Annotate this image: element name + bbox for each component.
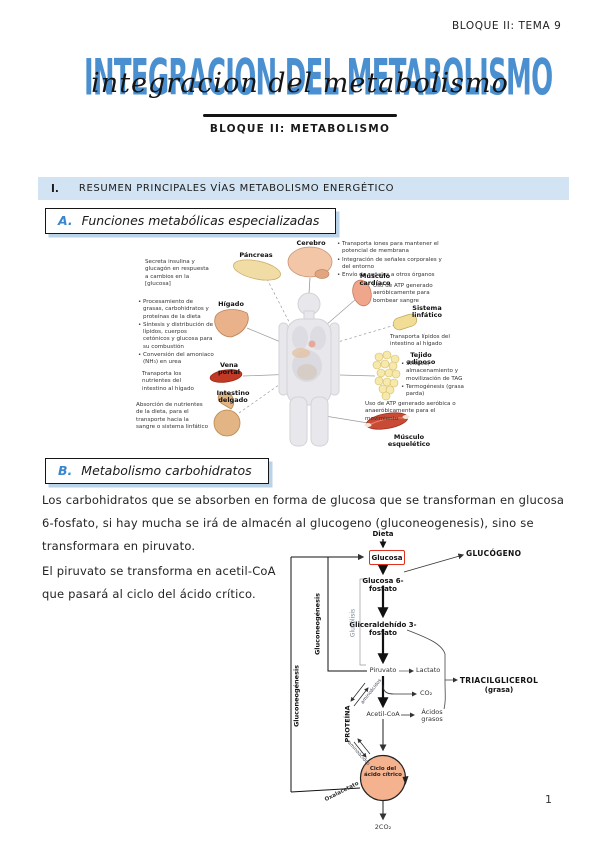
- organ-label-pancreas: Páncreas: [239, 251, 273, 259]
- cycle-arrowhead: [402, 776, 409, 785]
- intestine-art: [213, 392, 241, 437]
- subtitle: BLOQUE II: METABOLISMO: [209, 123, 391, 135]
- metabolic-organs-figure: Cerebro Transporta iones para mantener e…: [35, 233, 575, 451]
- section-numeral: I.: [51, 182, 59, 195]
- organ-notes-sistema-linfatico: Transporta lípidos del intestino al híga…: [390, 334, 450, 348]
- course-tag: BLOQUE II: TEMA 9: [452, 20, 562, 32]
- organ-label-musculo-esqueletico: Músculo esquelético: [387, 433, 431, 449]
- node-triacilglicerol-sub: (grasa): [484, 686, 514, 694]
- organ-notes-cerebro: Transporta iones para mantener el potenc…: [337, 241, 449, 280]
- organ-notes-intestino-delgado: Absorción de nutrientes de la dieta, par…: [136, 402, 209, 430]
- pancreas-art: [233, 259, 281, 281]
- node-piruvato: Piruvato: [369, 666, 397, 674]
- organ-label-higado: Hígado: [218, 300, 244, 308]
- note: Integración de señales corporales y del …: [337, 257, 449, 272]
- protein-exchange-arrows: [350, 682, 371, 758]
- page-number: 1: [545, 793, 552, 806]
- organ-notes-pancreas: Secreta insulina y glucagón en respuesta…: [145, 259, 209, 287]
- organ-label-vena-portal: Vena portal: [217, 361, 241, 377]
- note: Procesamiento de grasas, carbohidratos y…: [138, 299, 214, 321]
- section-heading-bar: I. RESUMEN PRINCIPALES VÍAS METABOLISMO …: [38, 177, 569, 200]
- note: Conversión del amoniaco (NH₃) en urea: [138, 352, 214, 367]
- subsection-b-letter: B.: [58, 463, 73, 478]
- organ-notes-tejido-adiposo: Síntesis, almacenamiento y movilización …: [401, 361, 465, 399]
- glycolysis-bracket: [359, 578, 366, 666]
- organ-label-sistema-linfatico: Sistema linfático: [412, 304, 442, 320]
- node-acetil-coa: Acetil-CoA: [366, 710, 400, 718]
- label-gluconeogenesis-inner: Gluconeogénesis: [313, 592, 322, 656]
- secondary-arrows: [379, 553, 465, 821]
- subsection-a-letter: A.: [58, 213, 73, 228]
- node-ciclo-acido-citrico: Ciclo del ácido cítrico: [364, 766, 402, 779]
- paragraph-carbohidratos: Los carbohidratos que se absorben en for…: [42, 493, 565, 553]
- title-caps: INTEGRACION DEL METABOLISMO: [83, 50, 553, 107]
- heart-art: [352, 279, 372, 307]
- node-glucosa-6-fosfato: Glucosa 6-fosfato: [362, 577, 404, 594]
- body-figure-art: [209, 246, 418, 447]
- node-dieta: Dieta: [372, 530, 394, 538]
- note: Transporta iones para mantener el potenc…: [337, 241, 449, 256]
- note: Síntesis, almacenamiento y movilización …: [401, 361, 465, 383]
- note: Envío de señales a otros órganos: [337, 272, 449, 280]
- subsection-b-box: B. Metabolismo carbohidratos: [45, 458, 269, 484]
- node-glucogeno: GLUCÓGENO: [466, 549, 522, 558]
- section-title: RESUMEN PRINCIPALES VÍAS METABOLISMO ENE…: [78, 183, 395, 194]
- node-acidos-grasos: Ácidos grasos: [421, 708, 443, 724]
- node-glucosa-highlight: Glucosa: [369, 550, 405, 565]
- glucose-pathway-figure: Dieta Glucosa GLUCÓGENO Glucosa 6-fosfat…: [270, 528, 595, 843]
- node-triacilglicerol: TRIACILGLICEROL: [459, 676, 539, 685]
- organ-notes-musculo-esqueletico: Uso de ATP generado aeróbica o anaeróbic…: [365, 401, 456, 422]
- organ-label-musculo-cardiaco: Músculo cardíaco: [359, 272, 391, 288]
- node-proteina: PROTEÍNA: [343, 705, 352, 743]
- organ-notes-vena-portal: Transporta los nutrientes del intestino …: [142, 371, 194, 392]
- internal-organs: [292, 326, 326, 382]
- page-title: integracion del metabolismo: [91, 68, 509, 99]
- note: Síntesis y distribución de lípidos, cuer…: [138, 322, 214, 351]
- subsection-a-box: A. Funciones metabólicas especializadas: [45, 208, 337, 234]
- node-2co2: 2CO₂: [374, 823, 392, 831]
- gluconeogenesis-lines: [290, 553, 367, 793]
- organ-notes-higado: Procesamiento de grasas, carbohidratos y…: [138, 299, 214, 367]
- node-co2: CO₂: [420, 689, 433, 697]
- lymph-art: [392, 313, 418, 331]
- label-glucolisis: Glucólisis: [349, 608, 357, 638]
- adipose-art: [372, 350, 401, 401]
- organ-notes-musculo-cardiaco: Uso de ATP generado aeróbicamente para b…: [373, 283, 433, 304]
- subsection-a-title: Funciones metabólicas especializadas: [81, 213, 320, 228]
- organ-label-cerebro: Cerebro: [296, 239, 326, 247]
- node-lactato: Lactato: [416, 666, 441, 674]
- paragraph-piruvato: El piruvato se transforma en acetil-CoA …: [42, 564, 276, 601]
- title-divider: [203, 114, 397, 117]
- muscle-art: [364, 412, 410, 430]
- liver-art: [214, 309, 249, 338]
- brain-art: [287, 246, 333, 279]
- label-gluconeogenesis-outer: Gluconeogénesis: [292, 664, 301, 728]
- pathway-art: [290, 539, 465, 821]
- node-gliceraldehido-3-fosfato: Gliceraldehído 3-fosfato: [349, 621, 417, 638]
- note: Termogénesis (grasa parda): [401, 384, 465, 399]
- subsection-b-title: Metabolismo carbohidratos: [81, 463, 252, 478]
- organ-label-intestino-delgado: Intestino delgado: [216, 389, 250, 405]
- tag-connectors: [406, 629, 459, 710]
- portal-vein-art: [209, 369, 243, 383]
